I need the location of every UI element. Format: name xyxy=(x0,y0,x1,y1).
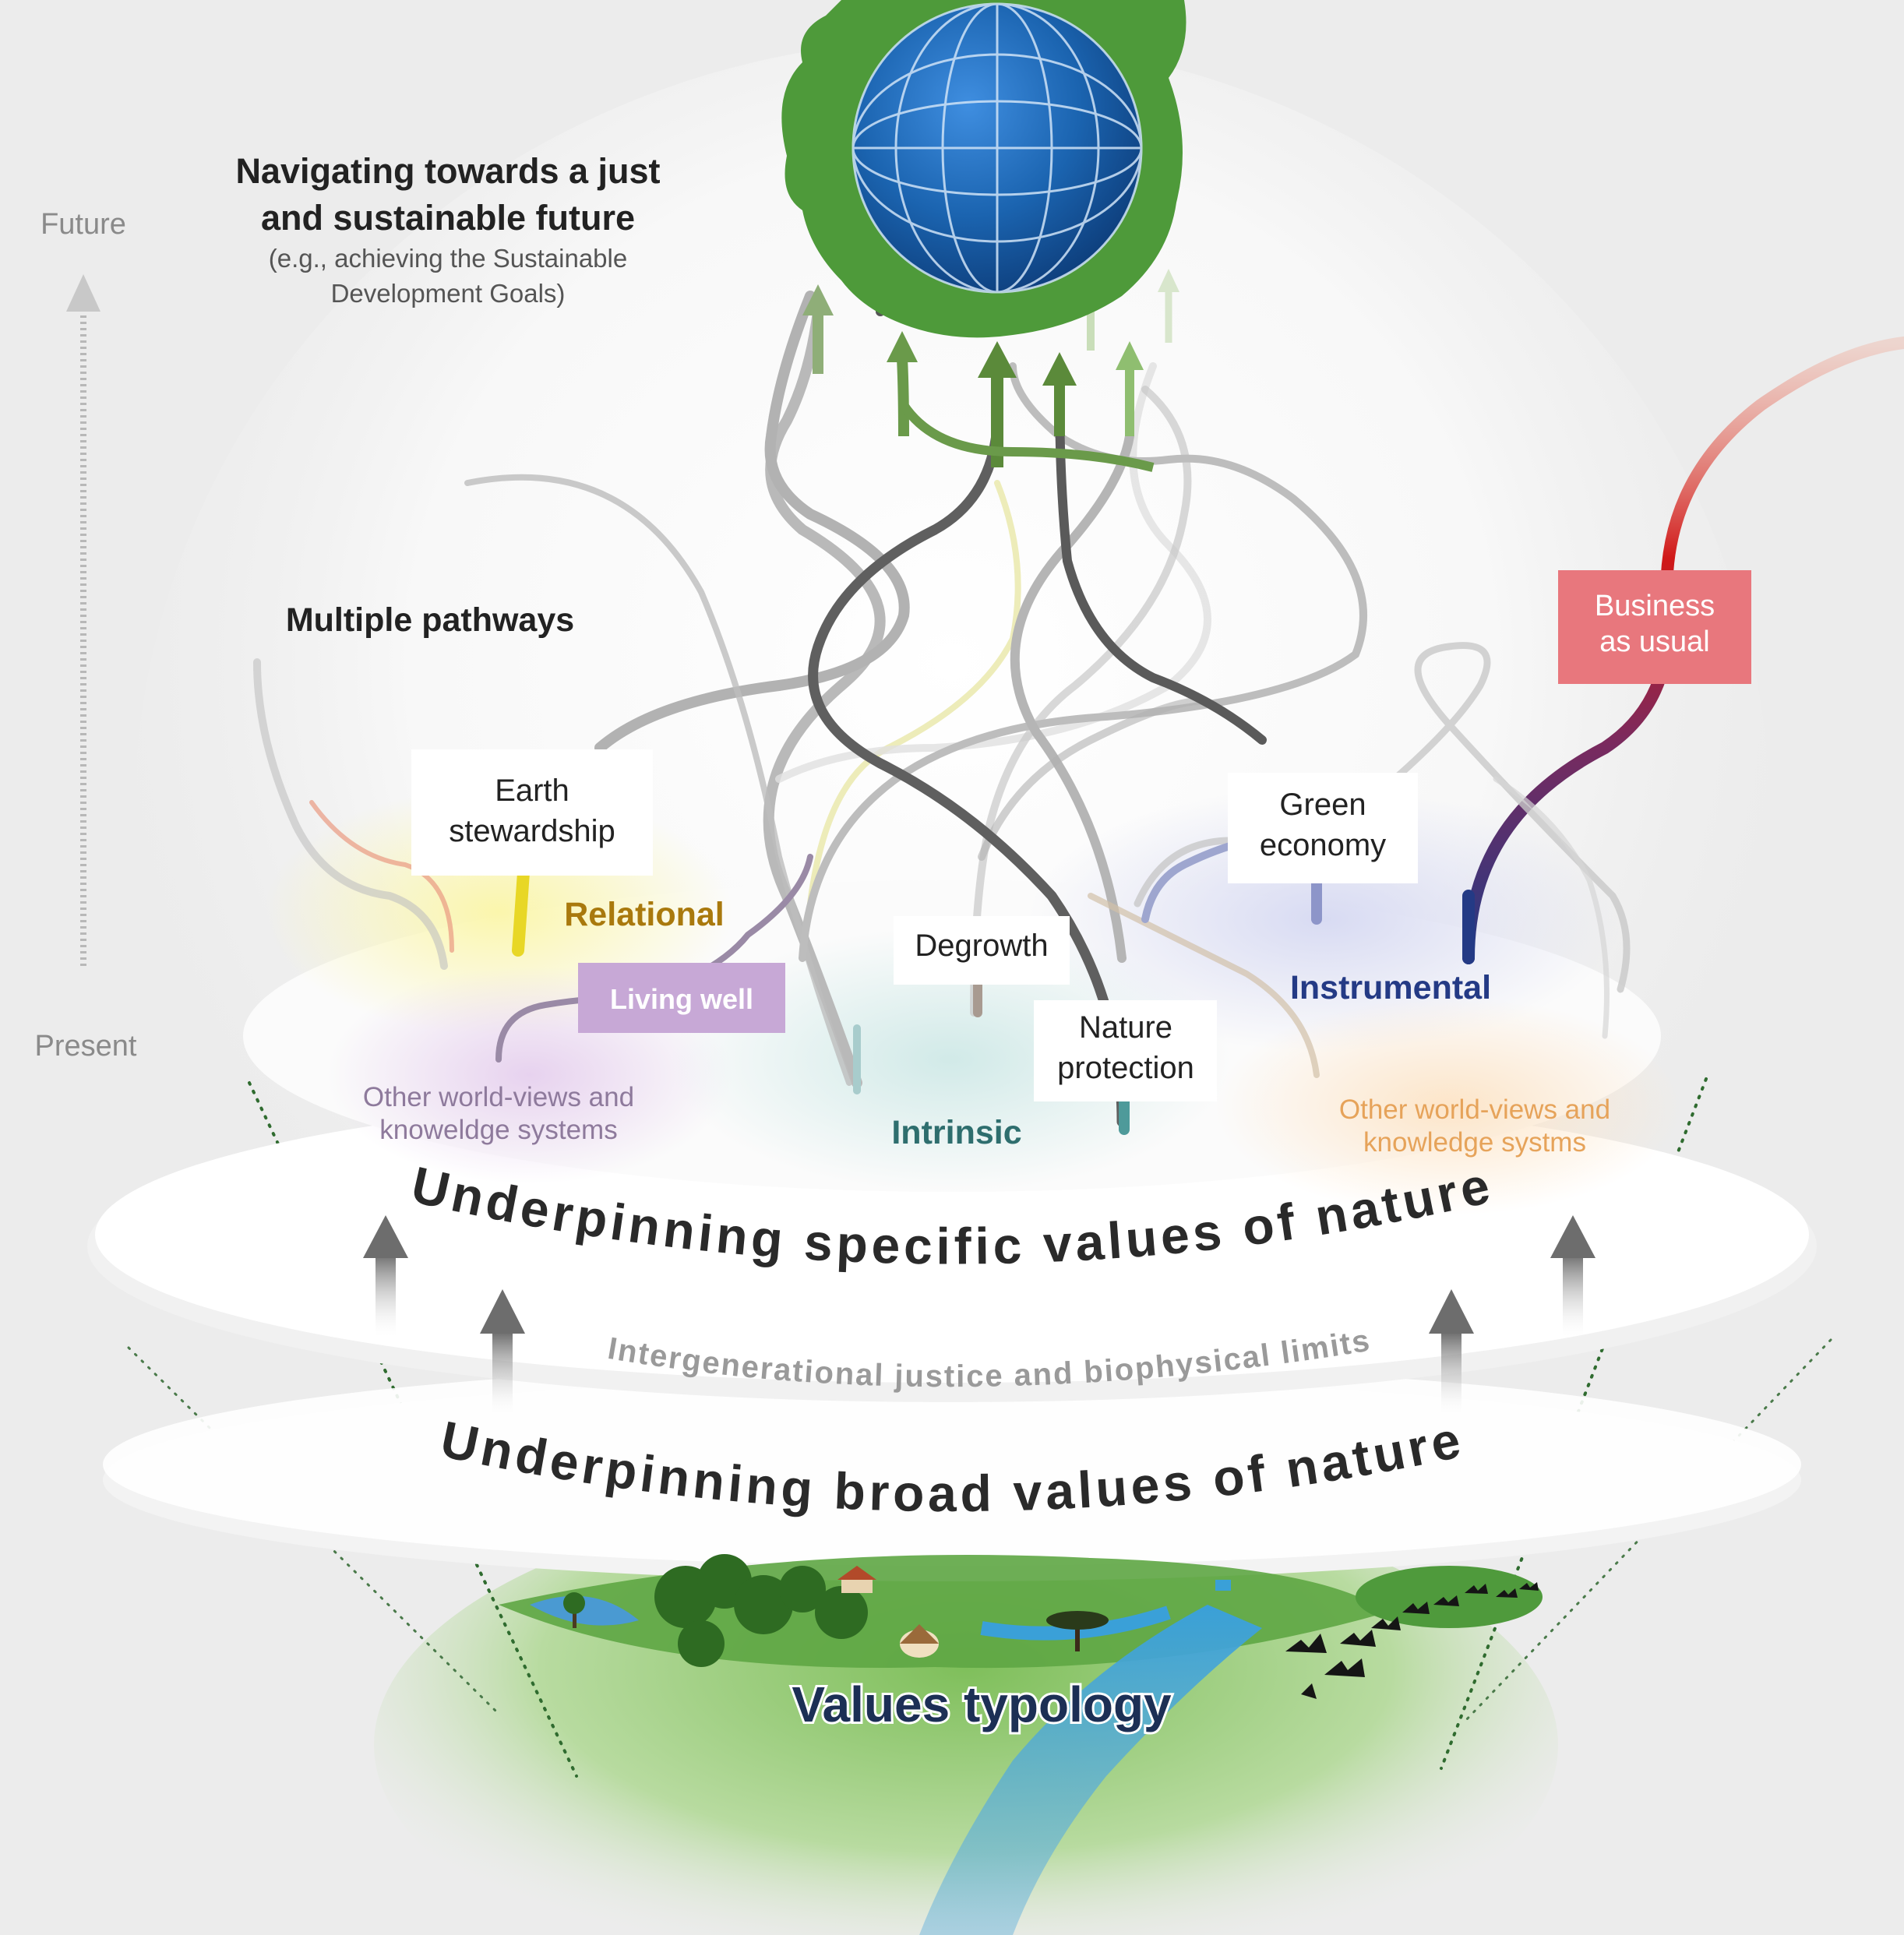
goal-title-line1: Navigating towards a just xyxy=(235,151,660,191)
other-worldviews-right-line1: Other world-views and xyxy=(1339,1094,1610,1125)
goal-title-line2: and sustainable future xyxy=(261,198,635,238)
degrowth-label: Degrowth xyxy=(915,929,1048,963)
landscape-illustration xyxy=(499,1554,1543,1935)
multiple-pathways-label: Multiple pathways xyxy=(286,601,574,639)
up-arrow-icon xyxy=(363,1215,1595,1418)
green-economy-box: Green economy xyxy=(1228,773,1418,883)
goal-subtitle-line1: (e.g., achieving the Sustainable xyxy=(269,244,627,273)
green-economy-line1: Green xyxy=(1279,788,1366,822)
timeline-arrow xyxy=(66,274,100,966)
business-line1: Business xyxy=(1595,590,1715,622)
relational-label: Relational xyxy=(564,896,725,933)
nature-protection-box: Nature protection xyxy=(1034,1000,1217,1101)
earth-stewardship-line2: stewardship xyxy=(449,814,615,848)
instrumental-label: Instrumental xyxy=(1290,969,1491,1006)
living-well-box: Living well xyxy=(578,963,785,1033)
other-worldviews-left-line1: Other world-views and xyxy=(363,1082,634,1112)
values-typology-label: Values typology xyxy=(792,1676,1172,1732)
present-label: Present xyxy=(35,1030,137,1063)
globe-icon xyxy=(781,0,1186,338)
future-label: Future xyxy=(41,208,126,241)
business-as-usual-box: Business as usual xyxy=(1558,570,1751,684)
living-well-label: Living well xyxy=(610,983,753,1015)
pathway-arrowheads xyxy=(802,269,1179,472)
business-line2: as usual xyxy=(1599,626,1710,658)
other-worldviews-right-line2: knowledge systms xyxy=(1363,1127,1586,1158)
other-worldviews-left-line2: knoweldge systems xyxy=(379,1115,617,1145)
earth-stewardship-box: Earth stewardship xyxy=(411,749,653,876)
nature-protection-line2: protection xyxy=(1057,1051,1194,1085)
green-economy-line2: economy xyxy=(1260,828,1386,862)
earth-stewardship-line1: Earth xyxy=(495,774,569,808)
intrinsic-label: Intrinsic xyxy=(891,1114,1021,1151)
degrowth-box: Degrowth xyxy=(894,916,1070,985)
goal-subtitle-line2: Development Goals) xyxy=(331,279,566,308)
nature-protection-line1: Nature xyxy=(1079,1010,1172,1045)
tree-icon xyxy=(563,1554,1109,1667)
bird-flock-icon xyxy=(1285,1582,1539,1699)
